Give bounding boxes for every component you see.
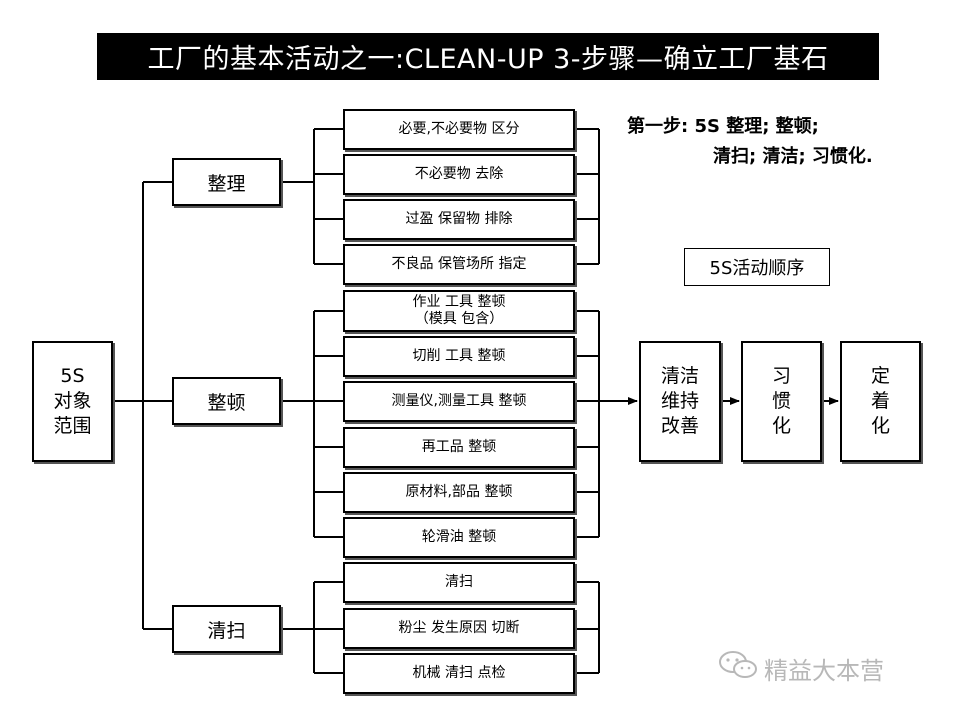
item-box: 作业 工具 整顿 （模具 包含） <box>343 290 575 332</box>
root-line: 对象 <box>53 390 92 412</box>
stage-line: 改善 <box>660 415 699 437</box>
item-label: 切削 工具 整顿 <box>412 348 506 364</box>
item-label: 不必要物 去除 <box>414 166 504 182</box>
stage-line: 惯 <box>771 390 791 412</box>
stage-box-establish: 定 着 化 <box>840 341 921 462</box>
item-label: 必要,不必要物 区分 <box>398 121 520 137</box>
stage-line: 维持 <box>660 390 699 412</box>
item-label: 机械 清扫 点检 <box>412 665 506 681</box>
wechat-icon <box>718 650 758 686</box>
step-text-line1: 第一步: 5S 整理; 整顿; <box>627 116 819 137</box>
stage-line: 习 <box>771 365 791 387</box>
item-box: 原材料,部品 整顿 <box>343 472 575 513</box>
item-label: 过盈 保留物 排除 <box>405 211 513 227</box>
item-label: 作业 工具 整顿 （模具 包含） <box>412 294 506 327</box>
item-label: 轮滑油 整顿 <box>421 529 497 545</box>
item-box: 不必要物 去除 <box>343 154 575 195</box>
watermark-text: 精益大本营 <box>764 656 884 685</box>
order-label-box: 5S活动顺序 <box>684 248 830 286</box>
stage-line: 定 <box>870 365 890 387</box>
item-label: 测量仪,测量工具 整顿 <box>391 393 527 409</box>
root-box-5s-scope: 5S 对象 范围 <box>32 341 113 462</box>
stage-box-habit: 习 惯 化 <box>741 341 822 462</box>
watermark: 精益大本营 <box>718 650 884 686</box>
category-label: 整理 <box>207 172 246 195</box>
stage-line: 清洁 <box>660 365 699 387</box>
item-box: 粉尘 发生原因 切断 <box>343 608 575 649</box>
root-line: 范围 <box>53 415 92 437</box>
item-box: 清扫 <box>343 562 575 603</box>
item-box: 轮滑油 整顿 <box>343 517 575 558</box>
item-box: 不良品 保管场所 指定 <box>343 244 575 285</box>
item-box: 必要,不必要物 区分 <box>343 109 575 150</box>
stage-line: 着 <box>870 390 890 412</box>
category-label: 整顿 <box>207 391 246 414</box>
title-bar: 工厂的基本活动之一:CLEAN-UP 3-步骤—确立工厂基石 <box>97 33 879 80</box>
stage-line: 化 <box>870 415 890 437</box>
item-box: 机械 清扫 点检 <box>343 653 575 694</box>
category-seiri: 整理 <box>172 158 281 206</box>
stage-box-maintain: 清洁 维持 改善 <box>639 341 721 462</box>
category-seiso: 清扫 <box>172 605 281 653</box>
order-label: 5S活动顺序 <box>709 258 805 279</box>
item-box: 测量仪,测量工具 整顿 <box>343 381 575 422</box>
item-box: 过盈 保留物 排除 <box>343 199 575 240</box>
step-text-line2: 清扫; 清洁; 习惯化. <box>713 146 873 167</box>
item-label: 再工品 整顿 <box>421 439 497 455</box>
root-line: 5S <box>60 365 85 387</box>
item-label: 粉尘 发生原因 切断 <box>398 620 520 636</box>
item-box: 再工品 整顿 <box>343 427 575 468</box>
item-label: 原材料,部品 整顿 <box>405 484 513 500</box>
item-label: 不良品 保管场所 指定 <box>391 256 527 272</box>
stage-line: 化 <box>771 415 791 437</box>
category-label: 清扫 <box>207 619 246 642</box>
item-box: 切削 工具 整顿 <box>343 336 575 377</box>
category-seiton: 整顿 <box>172 377 281 425</box>
item-label: 清扫 <box>445 574 473 590</box>
page-title: 工厂的基本活动之一:CLEAN-UP 3-步骤—确立工厂基石 <box>147 44 829 75</box>
